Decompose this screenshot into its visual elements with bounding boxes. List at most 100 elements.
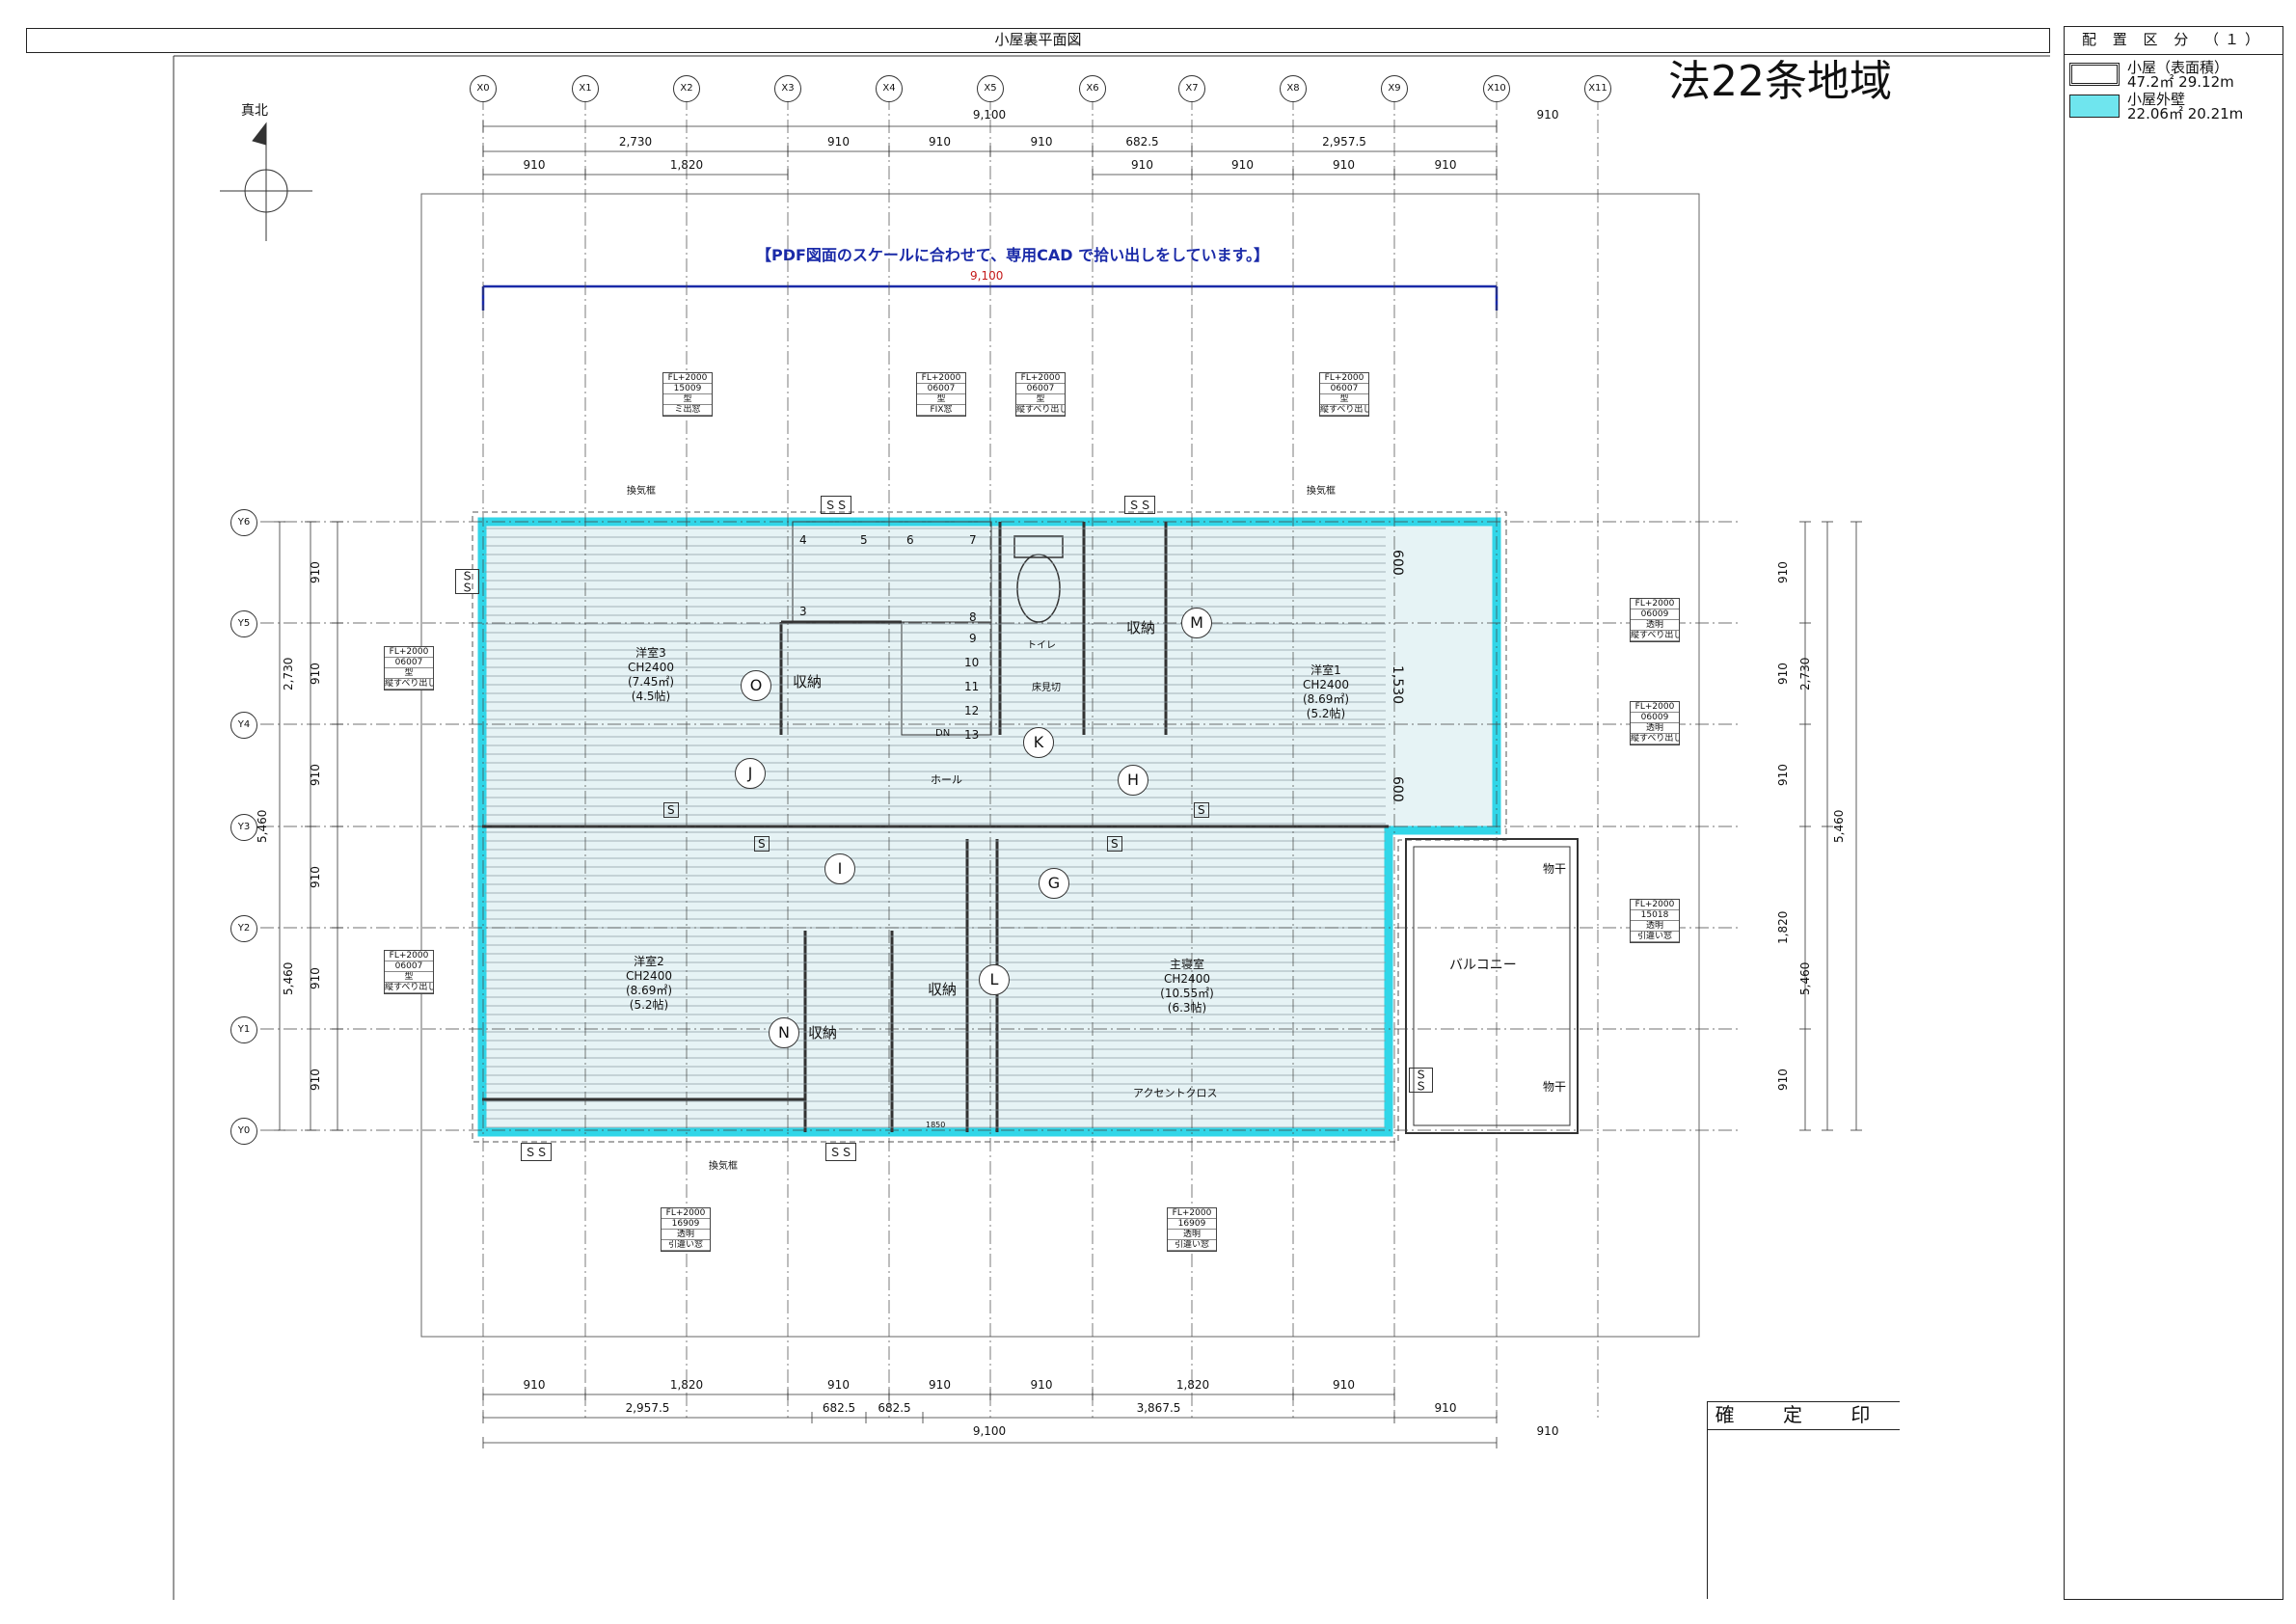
legend-row-attic-wall: 小屋外壁 22.06㎡ 20.21m	[2069, 93, 2282, 123]
section-marker: I	[824, 853, 855, 884]
window-tag-note: 縦すべり出し窓	[385, 679, 433, 690]
grid-bubble-x: X3	[774, 75, 801, 102]
window-tag-fl: FL+2000	[1631, 599, 1679, 609]
room-name: 洋室2	[634, 955, 664, 968]
window-tag-type: 型	[385, 668, 433, 679]
dimension-text: 910	[1231, 158, 1254, 172]
room-western-1: 洋室1 CH2400 (8.69㎡) (5.2帖)	[1273, 663, 1379, 721]
grid-bubble-x: X9	[1381, 75, 1408, 102]
dimension-text: 910	[1776, 1069, 1790, 1091]
dimension-text: 910	[1131, 158, 1153, 172]
legend-value: 47.2㎡ 29.12m	[2127, 73, 2234, 91]
window-tag-code: 06007	[1320, 384, 1368, 394]
note-dimension: 9,100	[970, 269, 1004, 283]
dimension-text: 910	[1333, 1378, 1355, 1392]
grid-bubble-y: Y4	[230, 712, 257, 739]
room-name: 洋室3	[635, 646, 666, 660]
window-tag-type: 型	[917, 394, 965, 405]
window-tag: FL+200006007型縦すべり出し窓	[384, 950, 434, 994]
grid-bubble-x: X6	[1079, 75, 1106, 102]
stair-down-label: DN	[935, 728, 951, 739]
stair-step-number: 3	[799, 605, 807, 618]
window-tag-note: FIX窓	[917, 405, 965, 416]
room-tatami: (4.5帖)	[631, 690, 671, 703]
dimension-text: 682.5	[822, 1401, 856, 1415]
section-marker: K	[1023, 727, 1054, 758]
storage-label: 収納	[1126, 619, 1156, 636]
stair-step-number: 13	[964, 728, 980, 742]
s-tag: S	[663, 802, 679, 818]
window-tag-note: 縦すべり出し窓	[385, 983, 433, 993]
window-tag-note: ミ出窓	[663, 405, 712, 416]
window-tag-fl: FL+2000	[663, 373, 712, 384]
vent-label: 換気框	[627, 486, 656, 497]
dimension-text: 9,100	[972, 1424, 1007, 1438]
toilet-label: トイレ	[1027, 640, 1056, 651]
grid-bubble-x: X4	[876, 75, 903, 102]
dimension-text: 910	[1776, 764, 1790, 787]
dimension-text: 910	[1776, 663, 1790, 685]
window-tag-note: 引違い窓	[1168, 1240, 1216, 1251]
floor-hatching	[485, 528, 1386, 1128]
window-tag-type: 透明	[1168, 1230, 1216, 1240]
window-tag-type: 透明	[1631, 723, 1679, 734]
accent-cloth-label: アクセントクロス	[1133, 1087, 1218, 1099]
room-tatami: (6.3帖)	[1167, 1001, 1207, 1015]
dimension-text: 910	[309, 764, 322, 787]
dimension-text: 910	[929, 135, 951, 149]
section-marker: G	[1039, 868, 1069, 899]
room-area: (8.69㎡)	[625, 984, 673, 997]
eave-line	[472, 511, 1507, 1143]
section-marker: H	[1118, 765, 1148, 796]
dimension-text: 1,820	[1175, 1378, 1210, 1392]
site-outline	[420, 193, 1700, 1338]
dimension-text: 910	[1333, 158, 1355, 172]
window-tag: FL+200006009透明縦すべり出し窓	[1630, 701, 1680, 745]
grid-bubble-y: Y2	[230, 915, 257, 942]
window-tag-note: 縦すべり出し窓	[1016, 405, 1065, 416]
stair-step-number: 9	[969, 632, 977, 645]
ss-tag: ＳＳ	[1124, 496, 1156, 514]
section-marker: J	[735, 758, 766, 789]
window-tag-type: 型	[385, 972, 433, 983]
dimension-text: 910	[1536, 108, 1559, 122]
room-ceiling-height: CH2400	[1303, 678, 1349, 691]
storage-label: 収納	[928, 981, 958, 998]
grid-bubble-x: X7	[1178, 75, 1205, 102]
dimension-text: 1,820	[669, 158, 704, 172]
dimension-text: 910	[309, 1069, 322, 1091]
dimension-text: 5,460	[1832, 809, 1846, 843]
dimension-text: 2,957.5	[1322, 135, 1366, 149]
dimension-text: 910	[309, 866, 322, 888]
room-western-3: 洋室3 CH2400 (7.45㎡) (4.5帖)	[598, 646, 704, 704]
dimension-text: 2,730	[282, 657, 295, 691]
window-tag-fl: FL+2000	[1631, 900, 1679, 910]
dimension-text: 910	[1434, 158, 1457, 172]
stair-step-number: 12	[964, 704, 980, 717]
stair-step-number: 8	[969, 610, 977, 624]
dimension-text: 5,460	[282, 961, 295, 995]
window-tag-fl: FL+2000	[385, 951, 433, 961]
window-tag-type: 型	[1016, 394, 1065, 405]
grid-bubble-x: X10	[1483, 75, 1510, 102]
s-tag: S	[1107, 836, 1122, 852]
window-tag-code: 06007	[917, 384, 965, 394]
s-tag: S	[754, 836, 770, 852]
room-ceiling-height: CH2400	[1164, 972, 1210, 986]
dimension-text: 9,100	[972, 108, 1007, 122]
grid-bubble-y: Y3	[230, 814, 257, 841]
dimension-text: 910	[1536, 1424, 1559, 1438]
sheet-title: 小屋裏平面図	[26, 28, 2050, 53]
room-name: 主寝室	[1169, 958, 1204, 971]
dimension-text: 910	[523, 1378, 546, 1392]
window-tag-fl: FL+2000	[1168, 1208, 1216, 1219]
room-area: (8.69㎡)	[1302, 692, 1350, 706]
window-tag-code: 15009	[663, 384, 712, 394]
dimension-text: 910	[1776, 561, 1790, 583]
dim-1850: 1850	[926, 1121, 946, 1129]
